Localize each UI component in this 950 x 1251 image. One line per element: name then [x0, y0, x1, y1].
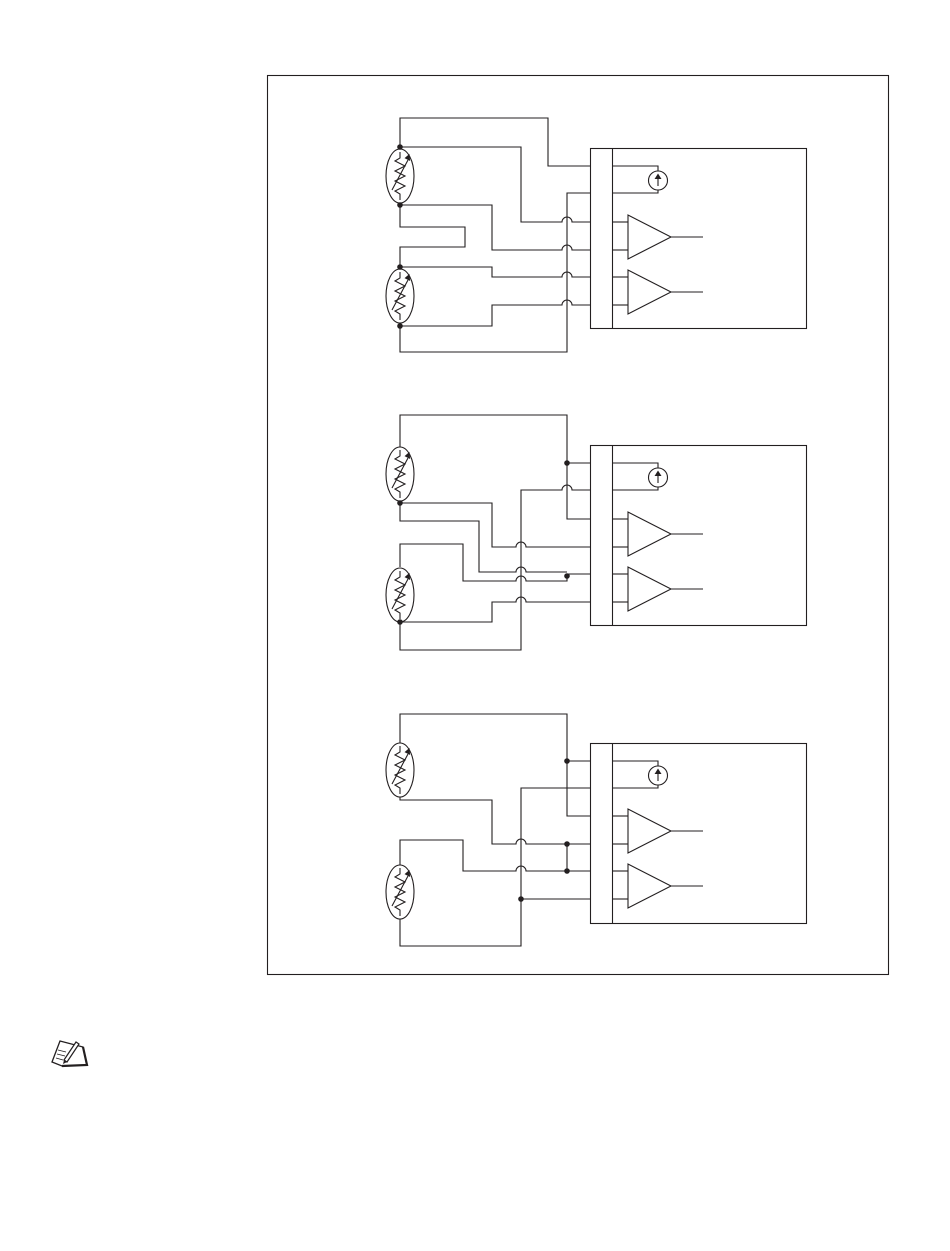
amplifier-icon — [613, 809, 704, 853]
wire — [400, 415, 590, 463]
junction-dots — [397, 460, 570, 625]
wire — [400, 503, 590, 547]
rtd-resistor-icon — [386, 865, 414, 919]
device-box — [591, 149, 807, 329]
amplifier-icon — [613, 215, 704, 259]
amplifier-icon — [613, 270, 704, 314]
current-source-icon — [649, 468, 668, 487]
device-box — [591, 744, 807, 924]
note-pen-icon — [50, 1038, 90, 1068]
rtd-resistor-icon — [386, 269, 414, 323]
current-source-icon — [649, 766, 668, 785]
rtd-resistor-icon — [386, 149, 414, 203]
wire — [400, 205, 465, 267]
panel-top — [386, 118, 807, 352]
wire — [400, 840, 567, 871]
wire — [567, 463, 590, 519]
wire — [400, 267, 590, 277]
amplifier-icon — [613, 567, 704, 611]
current-source-wires — [613, 166, 659, 193]
wire — [400, 503, 567, 572]
current-source-icon — [649, 171, 668, 190]
panel-bottom — [386, 714, 807, 946]
amplifier-icon — [613, 512, 704, 556]
wire — [400, 544, 567, 581]
rtd-resistor-icon — [386, 568, 414, 622]
wire — [400, 193, 590, 352]
device-box — [591, 446, 807, 626]
wire — [400, 147, 590, 222]
wire — [400, 797, 590, 844]
figure-frame — [268, 76, 889, 975]
wire — [400, 788, 590, 946]
wire — [400, 300, 590, 326]
wire — [400, 485, 590, 650]
current-source-wires — [613, 463, 659, 490]
junction-dots — [518, 758, 570, 902]
wire — [400, 597, 590, 622]
rtd-resistor-icon — [386, 743, 414, 797]
wire — [567, 844, 590, 871]
wire — [400, 714, 590, 761]
current-source-wires — [613, 761, 659, 788]
amplifier-icon — [613, 864, 704, 908]
panel-middle — [386, 415, 807, 650]
rtd-resistor-icon — [386, 447, 414, 501]
wire — [400, 118, 590, 166]
